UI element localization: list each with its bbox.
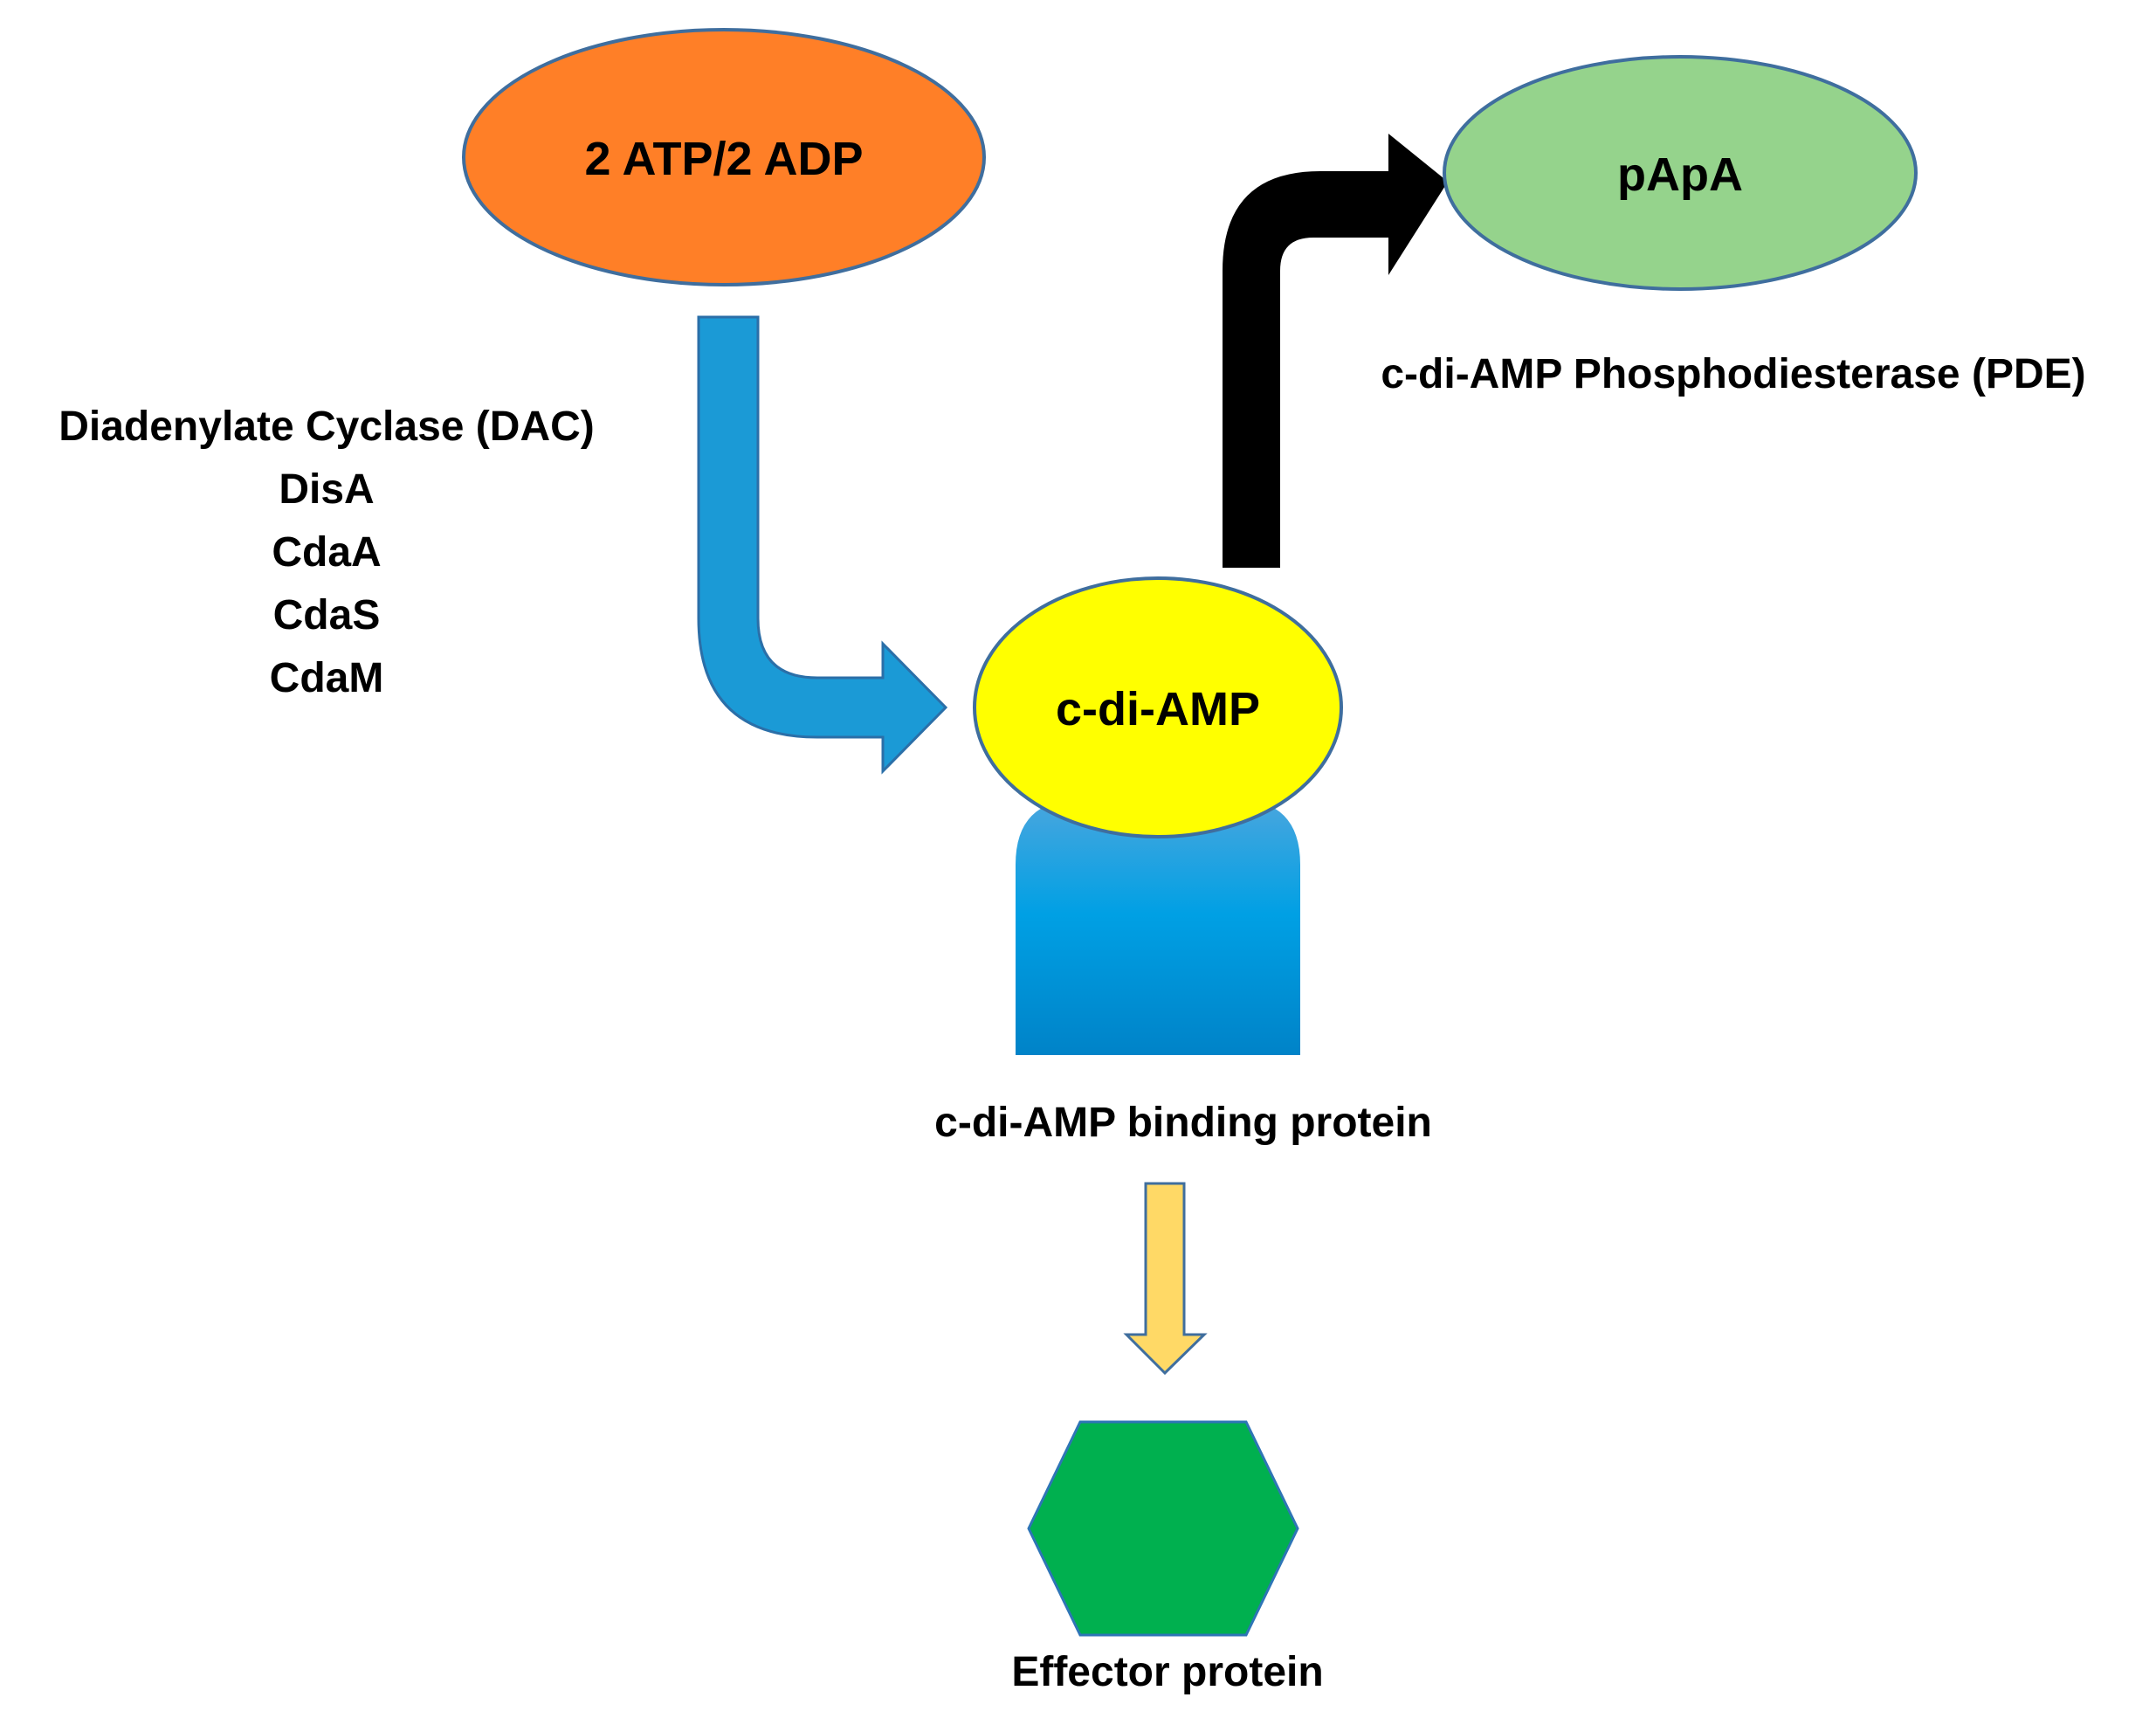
- binding-protein-label: c-di-AMP binding protein: [934, 1100, 1432, 1146]
- enzyme-cdas-label: CdaS: [273, 592, 381, 638]
- enzyme-disa-label: DisA: [279, 466, 374, 513]
- substrate-ellipse: [462, 28, 986, 286]
- signaling-arrow: [1123, 1182, 1208, 1376]
- messenger-label: c-di-AMP: [1056, 683, 1260, 735]
- binding-protein-node: c-di-AMP binding protein: [934, 799, 1432, 1146]
- degradation-enzyme-label: c-di-AMP Phosphodiesterase (PDE): [1381, 351, 2085, 397]
- enzyme-dac-label: Diadenylate Cyclase (DAC): [59, 404, 595, 450]
- effector-node: Effector protein: [1011, 1420, 1324, 1695]
- enzyme-cdam-label: CdaM: [270, 655, 384, 701]
- enzyme-cdaa-label: CdaA: [272, 529, 381, 576]
- degradation-arrow-body: [1223, 134, 1448, 568]
- substrate-node: 2 ATP/2 ADP: [462, 28, 986, 286]
- messenger-node: c-di-AMP: [973, 576, 1343, 838]
- product-label: pApA: [1617, 148, 1743, 201]
- effector-label: Effector protein: [1011, 1649, 1323, 1695]
- synthesis-arrow: [697, 315, 948, 775]
- effector-hexagon: [1027, 1420, 1299, 1637]
- product-node: pApA: [1443, 55, 1918, 291]
- binding-protein-shape: [1016, 799, 1300, 1055]
- product-ellipse: [1443, 55, 1918, 291]
- messenger-ellipse: [973, 576, 1343, 838]
- substrate-label: 2 ATP/2 ADP: [584, 133, 863, 185]
- synthesis-enzymes: Diadenylate Cyclase (DAC) DisA CdaA CdaS…: [59, 404, 595, 701]
